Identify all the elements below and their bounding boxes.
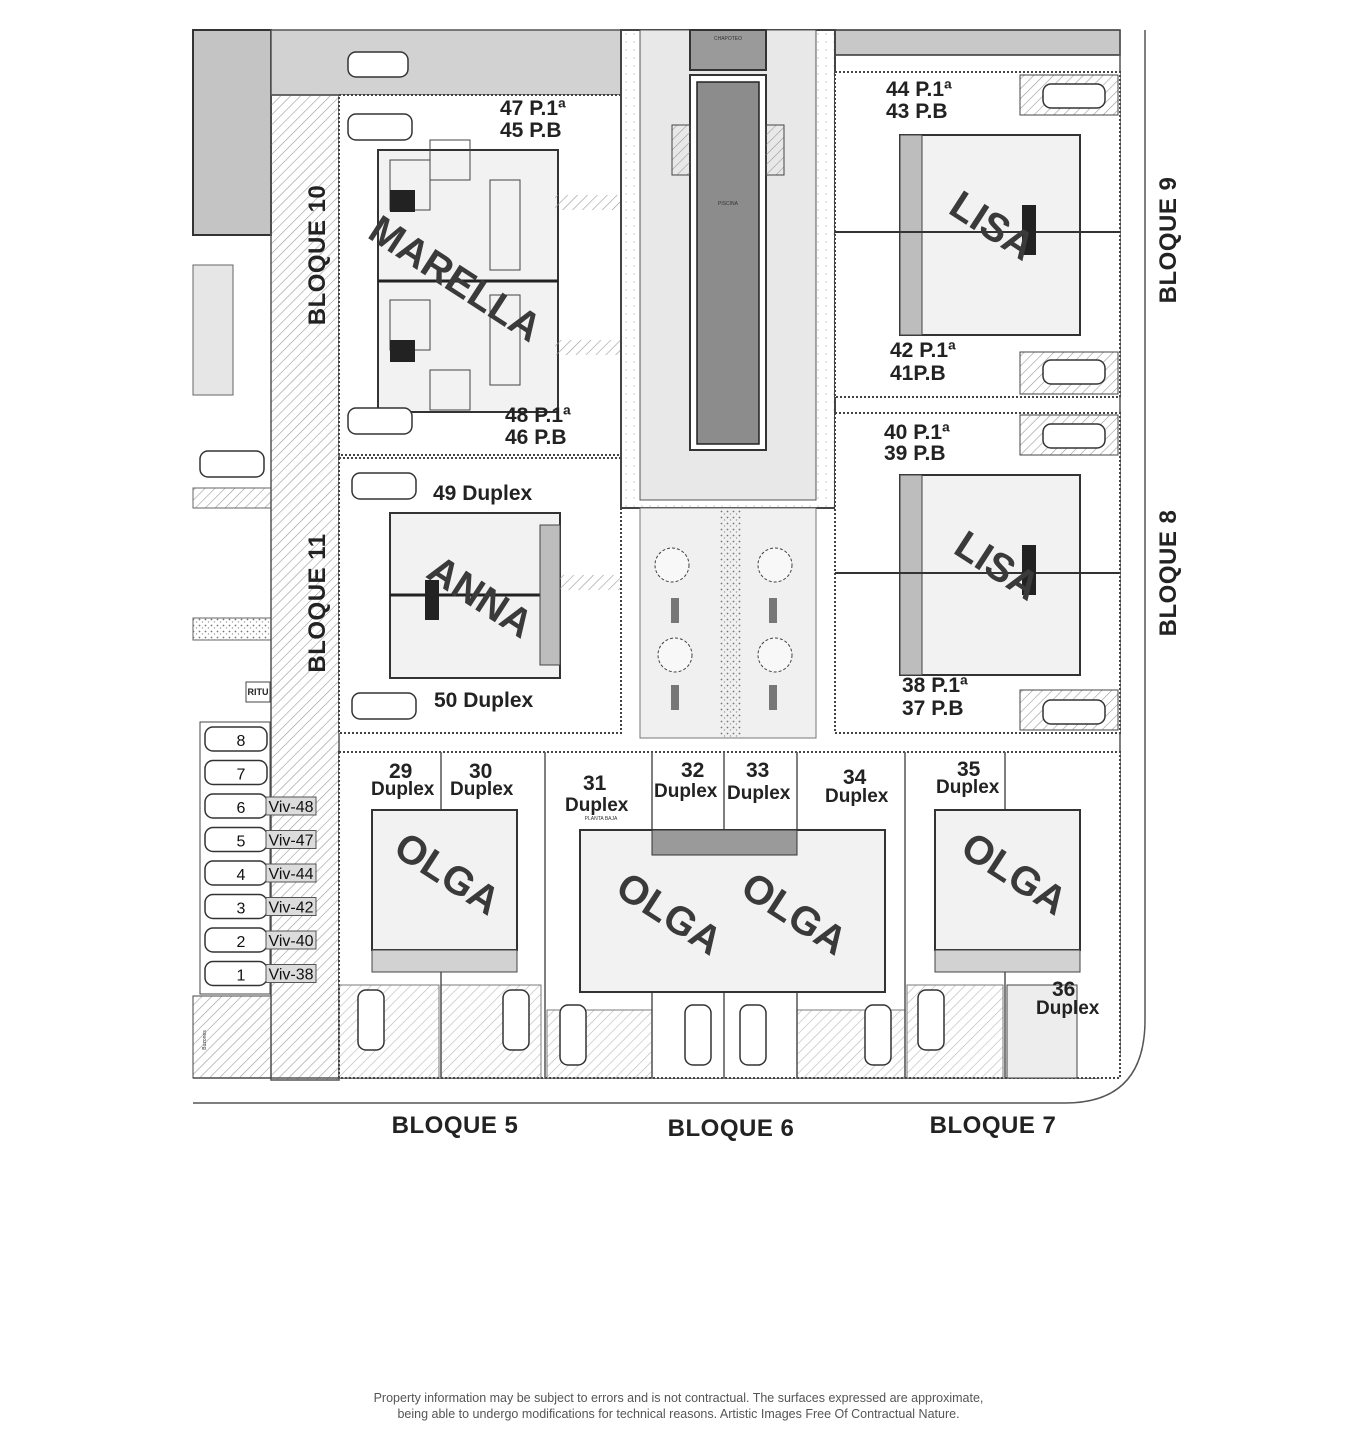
kids-pool [689, 29, 767, 71]
bloque-5-label: BLOQUE 5 [392, 1112, 519, 1139]
unit-29-type: Duplex [371, 779, 435, 800]
parking-assignment-label: Viv-40 [268, 933, 313, 950]
olga-building-7 [934, 809, 1081, 951]
unit-33-type: Duplex [727, 783, 791, 804]
unit-35-number: 35 [957, 758, 981, 781]
olga-building-5 [371, 809, 518, 951]
piscina-label: PISCINA [718, 201, 739, 207]
planta-baja-label: PLANTA BAJA [585, 816, 618, 822]
unit-34-type: Duplex [825, 786, 889, 807]
unit-30-type: Duplex [450, 779, 514, 800]
disclaimer: Property information may be subject to e… [0, 1390, 1357, 1422]
bloque-9-label: BLOQUE 9 [1155, 177, 1182, 304]
unit-47-label: 47 P.1ª [500, 97, 566, 120]
parking-assignment-box [265, 830, 317, 849]
unit-39-label: 39 P.B [884, 442, 946, 465]
unit-32-number: 32 [681, 759, 704, 782]
parking-space-number: 3 [237, 901, 246, 918]
olga-building-6 [579, 829, 886, 993]
main-pool [696, 81, 760, 445]
unit-33-number: 33 [746, 759, 769, 782]
unit-36-type: Duplex [1036, 998, 1100, 1019]
unit-37-label: 37 P.B [902, 697, 964, 720]
unit-34-number: 34 [843, 766, 867, 789]
unit-41-label: 41P.B [890, 362, 946, 385]
lisa-top-building [899, 134, 1081, 336]
unit-29-number: 29 [389, 760, 412, 783]
parking-space-car [204, 759, 268, 786]
parking-assignment-box [265, 796, 317, 816]
unit-46-label: 46 P.B [505, 426, 567, 449]
bloque-11-label: BLOQUE 11 [304, 533, 331, 672]
site-plan: 8 7 6 Viv-48 5 Viv-47 4 Viv-44 3 Viv-42 2 Viv-40 1 Vi… [192, 29, 1182, 1142]
bloque-7-label: BLOQUE 7 [930, 1112, 1057, 1139]
neighbour-building [192, 29, 272, 236]
parking-space-number: 5 [237, 834, 246, 851]
parking-assignment-label: Viv-48 [268, 799, 313, 816]
parking-space-car [204, 726, 268, 752]
parking-space-number: 6 [237, 800, 246, 817]
disclaimer-line-2: being able to undergo modifications for … [397, 1407, 960, 1421]
parking-assignment-label: Viv-44 [268, 866, 313, 883]
unit-42-label: 42 P.1ª [890, 339, 956, 362]
parking-assignment-label: Viv-38 [268, 967, 313, 984]
parking-assignment-label: Viv-47 [268, 833, 313, 850]
parking-assignment-box [265, 897, 317, 916]
unit-44-label: 44 P.1ª [886, 78, 952, 101]
bloque-8-label: BLOQUE 8 [1155, 510, 1182, 637]
unit-32-type: Duplex [654, 781, 718, 802]
unit-48-label: 48 P.1ª [505, 404, 571, 427]
top-parking-strip [270, 29, 622, 96]
unit-49-label: 49 Duplex [433, 482, 533, 505]
unit-45-label: 45 P.B [500, 119, 562, 142]
unit-43-label: 43 P.B [886, 100, 948, 123]
parking-assignment-box [265, 863, 317, 883]
parking-spaces: 8 7 6 Viv-48 5 Viv-47 4 Viv-44 3 Viv-42 2 Viv-40 1 Vi… [192, 721, 317, 1079]
neighbour-house [192, 264, 234, 396]
buzones-label: Buzones [202, 1030, 208, 1050]
unit-35-type: Duplex [936, 777, 1000, 798]
lisa-bottom-building [899, 474, 1081, 676]
disclaimer-line-1: Property information may be subject to e… [373, 1391, 984, 1405]
unit-31-number: 31 [583, 772, 607, 795]
parking-assignment-label: Viv-42 [268, 900, 313, 917]
chapoteo-label: CHAPOTEO [714, 36, 742, 42]
unit-30-number: 30 [469, 760, 492, 783]
unit-40-label: 40 P.1ª [884, 421, 950, 444]
ritu-label: RITU [248, 687, 269, 697]
unit-31-type: Duplex [565, 795, 629, 816]
parking-assignment-box [265, 930, 317, 950]
parking-space-number: 1 [237, 968, 246, 985]
parking-assignment-box [265, 964, 317, 983]
bloque-6-label: BLOQUE 6 [668, 1115, 795, 1142]
bloque-10-label: BLOQUE 10 [304, 185, 331, 326]
parking-space-number: 4 [237, 867, 246, 884]
unit-50-label: 50 Duplex [434, 689, 534, 712]
plot-boundary [193, 30, 1146, 1104]
parking-space-number: 2 [237, 934, 246, 951]
parking-space-number: 7 [237, 767, 246, 784]
parking-space-number: 8 [237, 733, 246, 750]
unit-38-label: 38 P.1ª [902, 674, 968, 697]
unit-36-number: 36 [1052, 978, 1075, 1001]
